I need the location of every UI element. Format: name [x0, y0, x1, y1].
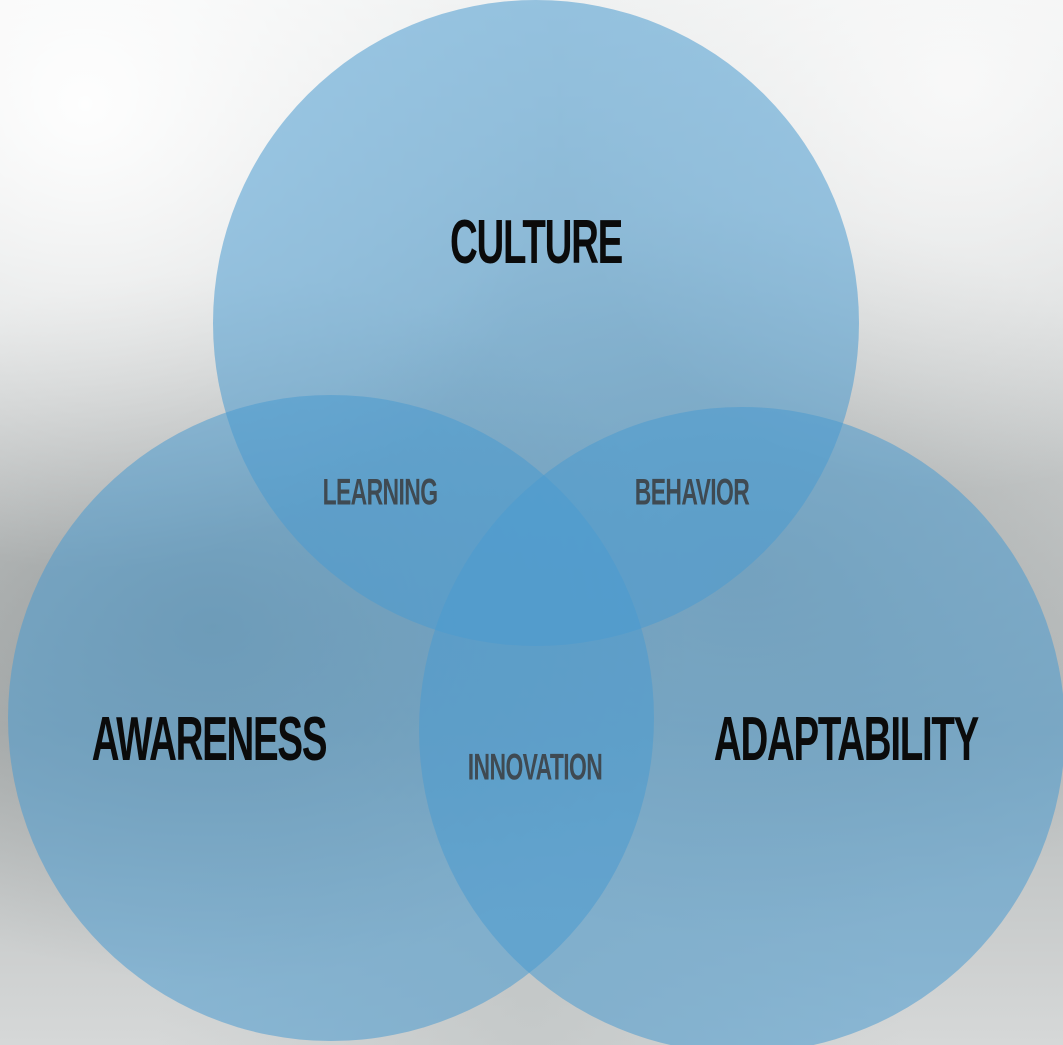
innovation-label: INNOVATION [467, 746, 603, 788]
adaptability-circle [419, 407, 1063, 1045]
learning-label: LEARNING [322, 471, 438, 513]
culture-label: CULTURE [449, 208, 623, 277]
behavior-label: BEHAVIOR [634, 471, 750, 513]
adaptability-label: ADAPTABILITY [713, 705, 979, 774]
awareness-label: AWARENESS [91, 705, 328, 774]
